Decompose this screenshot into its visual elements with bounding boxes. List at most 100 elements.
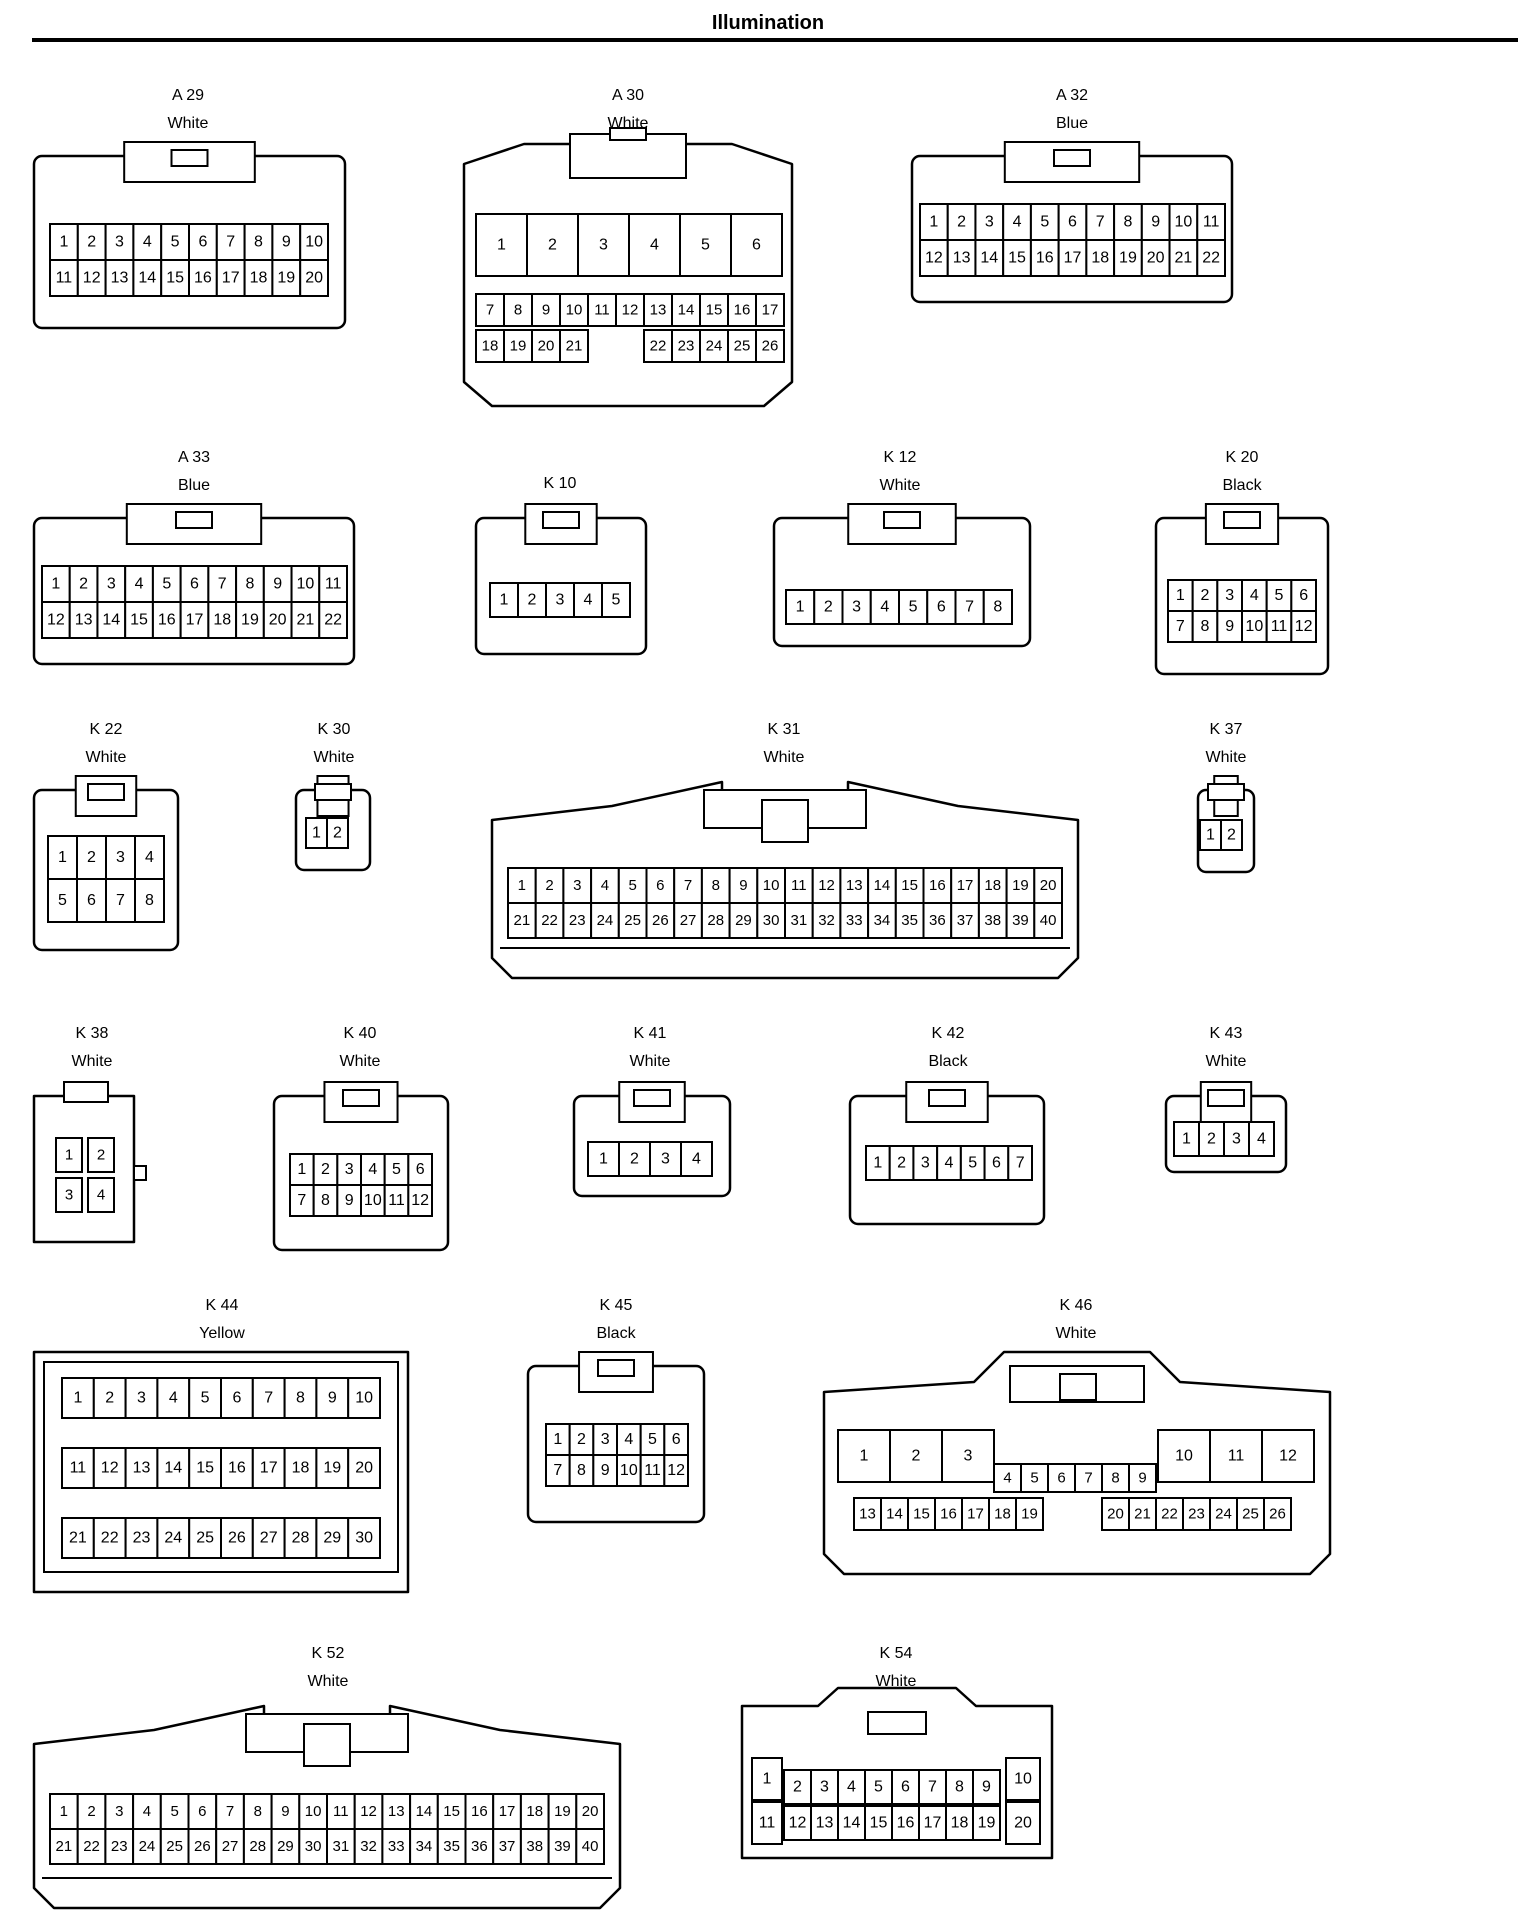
pin-label: 7 — [965, 599, 974, 616]
latch-tab — [87, 783, 125, 801]
pin-k52-26 — [187, 1828, 218, 1865]
pin-label: 3 — [964, 1448, 973, 1465]
pin-label: 18 — [984, 877, 1001, 894]
pin-label: 11 — [388, 1192, 405, 1209]
pin-label: 6 — [198, 234, 207, 251]
pin-label: 11 — [56, 270, 73, 287]
pin-a32-8 — [1113, 203, 1143, 241]
pin-label: 22 — [101, 1530, 119, 1547]
pin-label: 4 — [624, 1431, 633, 1448]
pin-a30-3 — [577, 213, 630, 277]
pin-a30-26 — [755, 329, 785, 363]
pin-k52-35 — [436, 1828, 467, 1865]
pin-a30-1 — [475, 213, 528, 277]
pin-label: 15 — [443, 1803, 460, 1820]
pin-label: 6 — [190, 576, 199, 593]
pin-label: 40 — [1040, 912, 1057, 929]
pin-label: 11 — [325, 576, 342, 593]
title-rule — [32, 38, 1518, 42]
connector-color-label: White — [876, 1673, 917, 1690]
pin-label: 12 — [789, 1815, 807, 1832]
pin-label: 26 — [228, 1530, 246, 1547]
pin-label: 17 — [222, 270, 240, 287]
pin-label: 17 — [924, 1815, 942, 1832]
pin-label: 12 — [1279, 1448, 1297, 1465]
pin-label: 8 — [246, 576, 255, 593]
pin-label: 5 — [1040, 214, 1049, 231]
pin-label: 13 — [816, 1815, 834, 1832]
pin-label: 21 — [297, 612, 315, 629]
pin-label: 30 — [305, 1838, 322, 1855]
pin-k31-3 — [562, 867, 593, 904]
pin-label: 8 — [712, 877, 720, 894]
pin-a32-14 — [974, 239, 1005, 277]
pin-k44-3 — [124, 1377, 159, 1419]
pin-label: 1 — [51, 576, 60, 593]
pin-label: 12 — [818, 877, 835, 894]
pin-label: 1 — [297, 1161, 306, 1178]
pin-k54-10 — [1005, 1757, 1041, 1801]
latch-tab — [342, 1089, 380, 1107]
pin-label: 1 — [65, 1147, 73, 1164]
connector-id-label: K 46 — [1060, 1297, 1093, 1314]
latch-tab — [542, 511, 580, 529]
pin-label: 1 — [873, 1155, 882, 1172]
connector-color-label: White — [340, 1053, 381, 1070]
connector-id-label: K 37 — [1210, 721, 1243, 738]
pin-label: 3 — [1232, 1131, 1241, 1148]
pin-k46-3 — [941, 1429, 995, 1483]
pin-label: 26 — [652, 912, 669, 929]
pin-label: 40 — [582, 1838, 599, 1855]
pin-k38-2 — [87, 1137, 115, 1173]
pin-label: 5 — [201, 1390, 210, 1407]
pin-label: 10 — [305, 234, 323, 251]
pin-label: 30 — [355, 1530, 373, 1547]
pin-label: 19 — [554, 1803, 571, 1820]
pin-label: 4 — [1013, 214, 1022, 231]
pin-label: 10 — [305, 1803, 322, 1820]
pin-a29-6 — [188, 223, 218, 261]
pin-label: 5 — [1275, 587, 1284, 604]
pin-label: 25 — [624, 912, 641, 929]
pin-label: 21 — [566, 338, 583, 355]
pin-k46-12 — [1261, 1429, 1315, 1483]
pin-label: 7 — [1084, 1470, 1092, 1487]
pin-label: 7 — [486, 302, 494, 319]
pin-label: 3 — [573, 877, 581, 894]
connector-id-label: K 43 — [1210, 1025, 1243, 1042]
pin-k31-12 — [811, 867, 842, 904]
pin-label: 12 — [1295, 618, 1313, 635]
pin-label: 24 — [139, 1838, 156, 1855]
pin-k44-2 — [92, 1377, 127, 1419]
connector-id-label: A 33 — [178, 449, 210, 466]
pin-label: 20 — [582, 1803, 599, 1820]
connector-id-label: A 30 — [612, 87, 644, 104]
connector-color-label: Black — [1222, 477, 1262, 494]
pin-label: 5 — [874, 1779, 883, 1796]
pin-a29-17 — [215, 259, 246, 297]
pin-label: 37 — [499, 1838, 516, 1855]
pin-label: 4 — [1250, 587, 1259, 604]
pin-label: 1 — [1206, 827, 1215, 844]
pin-k44-5 — [188, 1377, 222, 1419]
pin-a30-13 — [643, 293, 673, 327]
connector-id-label: K 45 — [600, 1297, 633, 1314]
pin-label: 11 — [594, 302, 610, 319]
pin-label: 6 — [198, 1803, 206, 1820]
pin-a33-5 — [151, 565, 182, 603]
pin-label: 22 — [1161, 1506, 1178, 1523]
latch — [63, 1081, 109, 1103]
latch-tab — [1207, 1089, 1245, 1107]
pin-label: 32 — [818, 912, 835, 929]
pin-k52-31 — [326, 1828, 356, 1865]
pin-label: 9 — [328, 1390, 337, 1407]
pin-label: 28 — [292, 1530, 310, 1547]
pin-label: 25 — [166, 1838, 183, 1855]
pin-label: 2 — [545, 877, 553, 894]
pin-a30-6 — [730, 213, 783, 277]
pin-label: 33 — [846, 912, 863, 929]
